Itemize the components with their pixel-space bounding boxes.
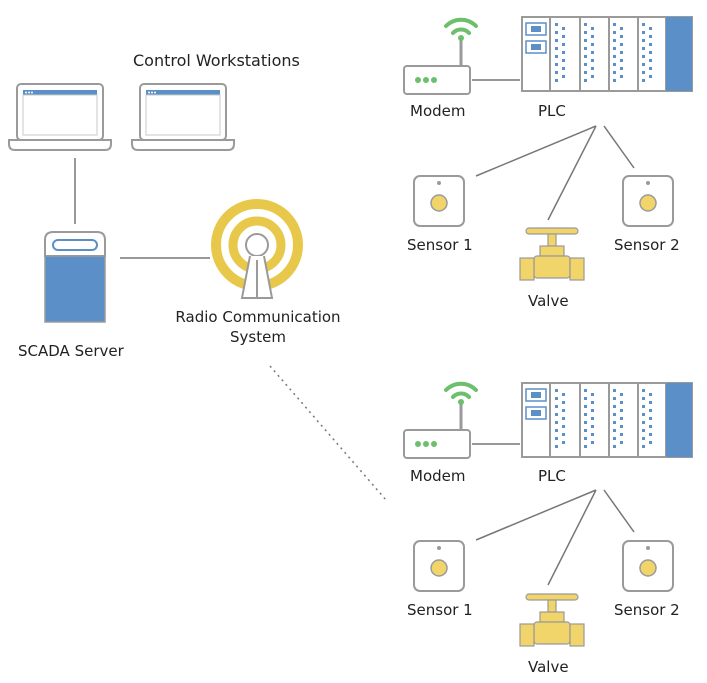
scada-server-label: SCADA Server [18,342,124,360]
bottom-plc-sensor1-link [475,489,597,541]
plc-icon [521,382,693,458]
bottom-plc-sensor2-link [603,489,635,533]
radio-tower-icon [211,199,303,299]
bottom-sensor2-label: Sensor 2 [614,601,680,619]
server-icon [44,231,106,323]
valve-icon [519,593,585,647]
bottom-valve-label: Valve [528,658,569,676]
top-sensor1-label: Sensor 1 [407,236,473,254]
bottom-sensor1-label: Sensor 1 [407,601,473,619]
top-plc-sensor1-link [475,125,597,177]
valve-icon [519,227,585,281]
sensor-icon [622,175,674,227]
bottom-modem-label: Modem [410,467,466,485]
modem-icon [402,17,478,96]
plc-icon [521,16,693,92]
top-modem-label: Modem [410,102,466,120]
bottom-plc-valve-link [547,489,597,586]
top-plc-sensor2-link [603,125,635,169]
modem-icon [402,381,478,460]
sensor-icon [413,175,465,227]
sensor-icon [622,540,674,592]
sensor-icon [413,540,465,592]
top-sensor2-label: Sensor 2 [614,236,680,254]
top-plc-valve-link [547,125,597,221]
laptop-icon [131,83,235,151]
top-valve-label: Valve [528,292,569,310]
bottom-plc-label: PLC [538,467,566,485]
connections [74,79,635,586]
laptop-icon [8,83,112,151]
control-workstations-label: Control Workstations [133,51,300,70]
radio-remote-site-link [269,365,387,501]
radio-system-label-line1: Radio Communication [175,308,341,326]
radio-system-label-line2: System [230,328,286,346]
top-plc-label: PLC [538,102,566,120]
